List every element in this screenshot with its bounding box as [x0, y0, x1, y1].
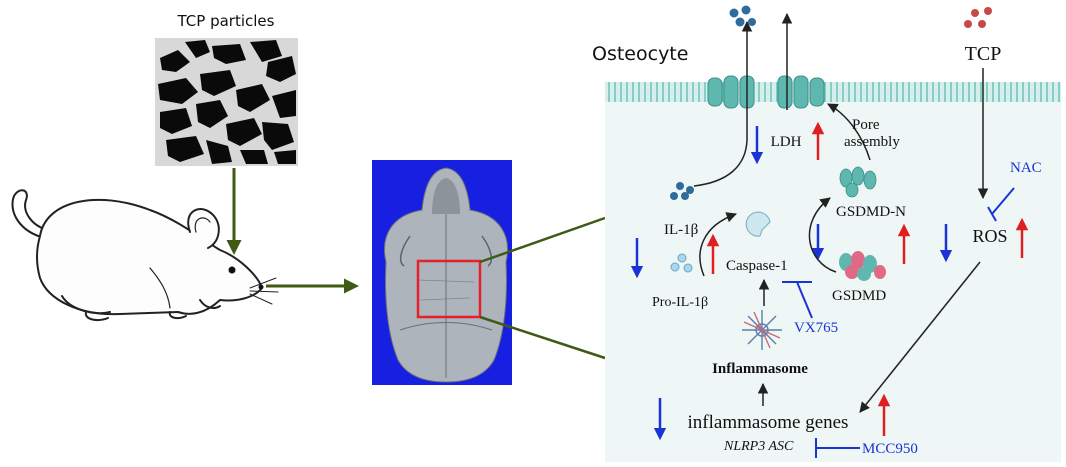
tcp-label: TCP [965, 43, 1002, 65]
tcp-particles-label: TCP particles [177, 12, 275, 30]
arrow-pore-assembly [827, 103, 871, 161]
zoom-line-top [479, 216, 606, 264]
inflammasome-label: Inflammasome [712, 361, 808, 377]
vx765-label: VX765 [794, 320, 838, 336]
roi-box [416, 259, 482, 319]
nac-label: NAC [1010, 160, 1042, 176]
pore-label-line1: Pore [852, 117, 880, 133]
osteocyte-title: Osteocyte [592, 43, 688, 65]
arrow-cleave-il1b [699, 212, 737, 277]
cell-membrane [605, 82, 1061, 102]
pro-il1b-label: Pro-IL-1β [652, 295, 708, 310]
pore-label-line2: assembly [844, 134, 900, 150]
skull-image [372, 160, 512, 385]
inflammasome-icon [742, 310, 782, 350]
ros-label: ROS [972, 226, 1007, 246]
il1b-icon [670, 182, 694, 200]
arrow-gsdmd-cleavage [808, 197, 837, 273]
caspase1-icon [745, 211, 771, 237]
released-il1b-particles [729, 5, 756, 27]
gsdmd-n-label: GSDMD-N [836, 204, 906, 220]
osteocyte-cell-body [605, 90, 1061, 462]
mouse-illustration [11, 189, 279, 321]
gsdmd-icon [839, 251, 886, 281]
nlrp3-asc-label: NLRP3 ASC [723, 439, 794, 454]
caspase1-label: Caspase-1 [726, 258, 788, 274]
zoom-line-bottom [479, 315, 606, 360]
vx765-inhibit-line [796, 281, 813, 319]
inflammasome-genes-label: inflammasome genes [688, 412, 849, 433]
arrow-ros-to-genes [859, 261, 981, 413]
il1b-label: IL-1β [664, 222, 698, 238]
arrow-il1b-release [693, 20, 753, 187]
tcp-micrograph [155, 38, 298, 166]
gsdmd-label: GSDMD [832, 288, 886, 304]
nac-bar [987, 206, 997, 222]
mcc950-label: MCC950 [862, 441, 918, 457]
pro-il1b-icon [670, 253, 693, 273]
gsdmd-n-icon [839, 166, 877, 198]
nac-inhibit-line [991, 187, 1015, 215]
ldh-label: LDH [771, 134, 802, 150]
tcp-particles-icon [964, 7, 992, 28]
